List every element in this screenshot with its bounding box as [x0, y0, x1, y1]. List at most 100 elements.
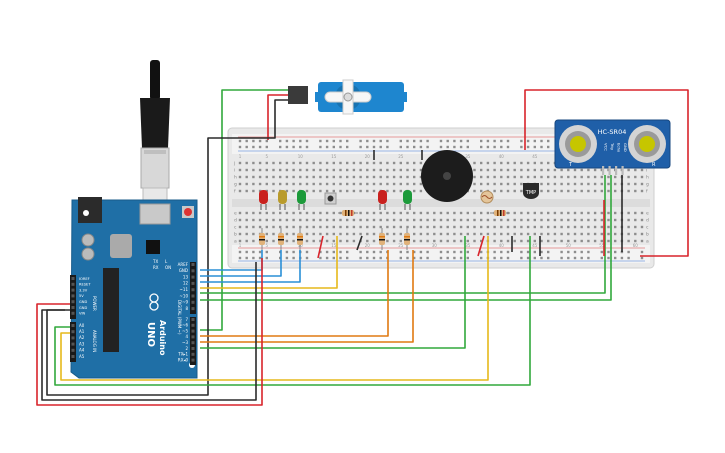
- resistor-1[interactable]: [338, 210, 358, 216]
- header-pin: [191, 352, 195, 356]
- digital-pin-label: GND: [179, 268, 188, 273]
- temperature-sensor[interactable]: TMP: [523, 183, 539, 199]
- column-number-bottom: 15: [331, 243, 337, 248]
- digital-title: DIGITAL (PWM ~): [177, 300, 182, 335]
- column-number-bottom: 35: [465, 243, 471, 248]
- breadboard-jumpers: [317, 150, 541, 259]
- header-pin: [191, 269, 195, 273]
- led-red-1[interactable]: [259, 190, 268, 210]
- push-button[interactable]: [324, 192, 337, 205]
- resistor-led-green-1[interactable]: [297, 228, 303, 250]
- power-pin-label: 5V: [79, 294, 84, 298]
- row-letter-right: f: [646, 189, 648, 195]
- row-letter-left: f: [234, 189, 236, 195]
- resistor-led-red-2[interactable]: [379, 228, 385, 250]
- photoresistor[interactable]: [480, 190, 494, 204]
- led-red-2[interactable]: [378, 190, 387, 210]
- digital-pin-label: 7: [185, 317, 188, 322]
- column-number-top: 25: [398, 154, 404, 159]
- arduino-brand: Arduino: [158, 320, 167, 356]
- wire-led-3: [200, 250, 301, 283]
- resistor-2[interactable]: [490, 210, 510, 216]
- row-letter-left: e: [234, 212, 237, 217]
- wire-gnd: [41, 262, 257, 401]
- digital-pin-label: RX◂0: [178, 357, 189, 362]
- column-number-bottom: 5: [266, 243, 269, 248]
- header-pin: [71, 348, 75, 352]
- column-number-top: 20: [365, 154, 371, 159]
- row-letter-right: b: [646, 232, 649, 238]
- resistor-led-green-2[interactable]: [404, 228, 410, 250]
- wire-us-vcc: [524, 89, 689, 257]
- header-pin: [71, 330, 75, 334]
- arduino-model: UNO: [145, 322, 156, 347]
- header-pin: [71, 294, 75, 298]
- digital-pin-label: ~11: [180, 287, 189, 292]
- wire-servo-signal: [200, 89, 305, 331]
- analog-pin-label: A2: [79, 335, 85, 340]
- row-letter-right: h: [646, 175, 649, 181]
- wire-button: [200, 236, 338, 289]
- header-pin: [191, 288, 195, 292]
- column-number-bottom: 10: [298, 243, 304, 248]
- digital-pin-label: AREF: [178, 262, 189, 267]
- us-pin: [608, 166, 611, 175]
- led-green-1[interactable]: [297, 190, 306, 210]
- servo-motor[interactable]: [288, 79, 407, 115]
- wire-temp: [54, 236, 531, 386]
- row-letter-left: d: [234, 218, 237, 224]
- column-number-top: 15: [331, 154, 337, 159]
- wire-us-trig: [200, 175, 606, 294]
- resistor-led-red-1[interactable]: [259, 228, 265, 250]
- power-pin-label: IOREF: [79, 277, 90, 281]
- resistor-led-yellow[interactable]: [278, 228, 284, 250]
- header-pin: [71, 300, 75, 304]
- row-letter-right: e: [646, 212, 649, 217]
- column-number-bottom: 55: [599, 243, 605, 248]
- power-pin-label: GND: [79, 306, 87, 310]
- digital-pin-label: ~6: [182, 323, 188, 328]
- row-letter-left: j: [233, 161, 235, 167]
- us-t-mark: T: [568, 162, 573, 168]
- header-pin: [71, 355, 75, 358]
- row-letter-right: g: [646, 183, 649, 188]
- us-pin-label: Trig: [610, 142, 615, 150]
- row-letter-left: b: [234, 232, 237, 238]
- header-pin: [71, 311, 75, 315]
- column-number-bottom: 50: [566, 243, 572, 248]
- us-pin: [602, 166, 605, 175]
- led-yellow[interactable]: [278, 190, 287, 210]
- row-letter-right: a: [646, 240, 649, 245]
- header-pin: [191, 329, 195, 333]
- header-pin: [191, 307, 195, 311]
- arduino-logo: Arduino UNO: [145, 293, 167, 356]
- wire-us-echo: [200, 175, 612, 301]
- wires: [36, 89, 689, 406]
- breadboard-holes: [238, 139, 644, 260]
- digital-pin-label: TX▸1: [177, 352, 188, 357]
- column-number-bottom: 1: [239, 243, 242, 248]
- analog-pin-label: A4: [79, 348, 85, 353]
- us-r-mark: R: [652, 162, 656, 168]
- piezo-buzzer[interactable]: [421, 150, 473, 202]
- digital-pin-label: ~5: [182, 328, 188, 333]
- column-number-bottom: 40: [499, 243, 505, 248]
- led-green-2[interactable]: [403, 190, 412, 210]
- analog-pin-label: A0: [79, 323, 85, 328]
- label-tx: TX: [152, 259, 158, 264]
- wire-servo-ground: [46, 99, 290, 396]
- power-title: POWER: [92, 296, 97, 311]
- column-number-bottom: 20: [365, 243, 371, 248]
- digital-pin-label: ~9: [182, 300, 188, 305]
- row-letter-right: i: [646, 168, 647, 174]
- analog-pin-label: A5: [79, 354, 85, 359]
- header-pin: [71, 324, 75, 327]
- header-pin: [191, 294, 195, 298]
- digital-pin-label: 8: [185, 306, 188, 311]
- column-number-top: 40: [499, 154, 505, 159]
- header-pin: [71, 336, 75, 340]
- column-number-bottom: 45: [532, 243, 538, 248]
